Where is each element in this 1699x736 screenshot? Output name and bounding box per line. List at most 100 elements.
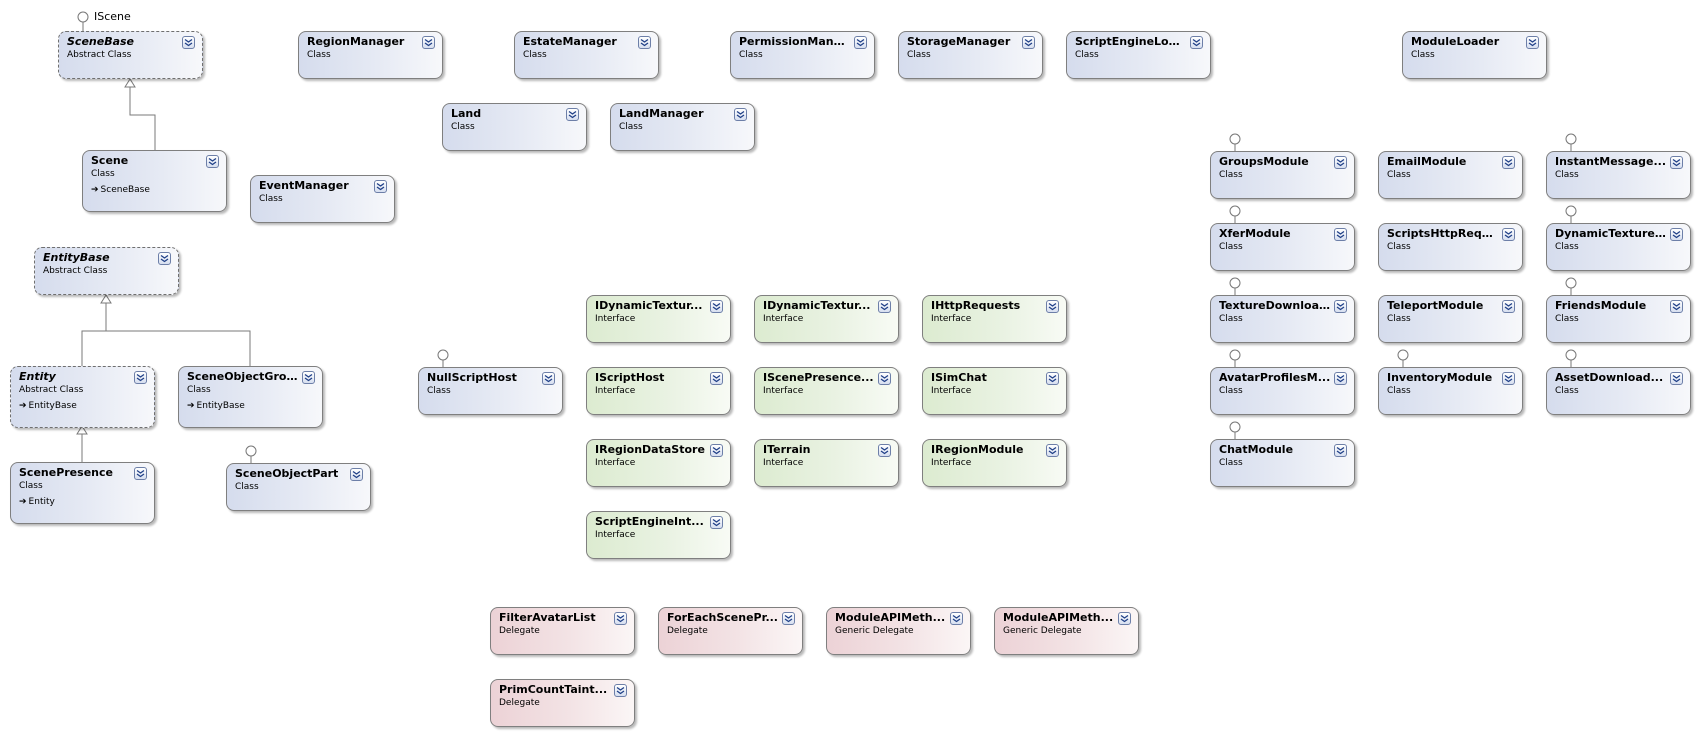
expand-chevron-icon[interactable]	[710, 300, 723, 313]
expand-chevron-icon[interactable]	[878, 444, 891, 457]
class-shape-scripts-http-requests[interactable]: ScriptsHttpRequ...Class	[1378, 223, 1523, 271]
expand-chevron-icon[interactable]	[350, 468, 363, 481]
expand-chevron-icon[interactable]	[1334, 372, 1347, 385]
inherits-arrow-icon: ➔	[91, 185, 99, 195]
expand-chevron-icon[interactable]	[1046, 300, 1059, 313]
expand-chevron-icon[interactable]	[878, 372, 891, 385]
expand-chevron-icon[interactable]	[182, 36, 195, 49]
expand-chevron-icon[interactable]	[782, 612, 795, 625]
class-name: TextureDownloa...	[1219, 299, 1331, 312]
class-shape-script-engine-loader[interactable]: ScriptEngineLoa...Class	[1066, 31, 1211, 79]
delegate-shape-module-api-method-2[interactable]: ModuleAPIMeth...Generic Delegate	[994, 607, 1139, 655]
expand-chevron-icon[interactable]	[614, 684, 627, 697]
interface-shape-idynamic-texture-1[interactable]: IDynamicTextur...Interface	[586, 295, 731, 343]
class-shape-asset-download-module[interactable]: AssetDownload...Class	[1546, 367, 1691, 415]
delegate-shape-prim-count-taint[interactable]: PrimCountTaint...Delegate	[490, 679, 635, 727]
expand-chevron-icon[interactable]	[854, 36, 867, 49]
expand-chevron-icon[interactable]	[1670, 156, 1683, 169]
expand-chevron-icon[interactable]	[1022, 36, 1035, 49]
expand-chevron-icon[interactable]	[206, 155, 219, 168]
expand-chevron-icon[interactable]	[710, 516, 723, 529]
expand-chevron-icon[interactable]	[566, 108, 579, 121]
expand-chevron-icon[interactable]	[1502, 372, 1515, 385]
interface-shape-idynamic-texture-2[interactable]: IDynamicTextur...Interface	[754, 295, 899, 343]
delegate-shape-module-api-method-1[interactable]: ModuleAPIMeth...Generic Delegate	[826, 607, 971, 655]
class-kind: Class	[1387, 242, 1411, 252]
interface-shape-script-engine-interface[interactable]: ScriptEngineInt...Interface	[586, 511, 731, 559]
expand-chevron-icon[interactable]	[1334, 156, 1347, 169]
expand-chevron-icon[interactable]	[1046, 372, 1059, 385]
expand-chevron-icon[interactable]	[542, 372, 555, 385]
expand-chevron-icon[interactable]	[134, 371, 147, 384]
expand-chevron-icon[interactable]	[1670, 228, 1683, 241]
expand-chevron-icon[interactable]	[878, 300, 891, 313]
interface-lollipop-chat-module	[1229, 421, 1243, 441]
delegate-shape-for-each-scene-presence[interactable]: ForEachScenePr...Delegate	[658, 607, 803, 655]
delegate-name: ModuleAPIMeth...	[835, 611, 946, 624]
expand-chevron-icon[interactable]	[158, 252, 171, 265]
class-kind: Class	[1387, 386, 1411, 396]
expand-chevron-icon[interactable]	[302, 371, 315, 384]
expand-chevron-icon[interactable]	[1118, 612, 1131, 625]
class-shape-instant-message-module[interactable]: InstantMessage...Class	[1546, 151, 1691, 199]
class-shape-permission-manager[interactable]: PermissionMana...Class	[730, 31, 875, 79]
expand-chevron-icon[interactable]	[710, 444, 723, 457]
expand-chevron-icon[interactable]	[1502, 228, 1515, 241]
expand-chevron-icon[interactable]	[1334, 444, 1347, 457]
expand-chevron-icon[interactable]	[422, 36, 435, 49]
expand-chevron-icon[interactable]	[1334, 228, 1347, 241]
expand-chevron-icon[interactable]	[1502, 156, 1515, 169]
expand-chevron-icon[interactable]	[734, 108, 747, 121]
expand-chevron-icon[interactable]	[374, 180, 387, 193]
expand-chevron-icon[interactable]	[638, 36, 651, 49]
class-name: LandManager	[619, 107, 704, 120]
expand-chevron-icon[interactable]	[1526, 36, 1539, 49]
expand-chevron-icon[interactable]	[1502, 300, 1515, 313]
expand-chevron-icon[interactable]	[614, 612, 627, 625]
interface-shape-iscene-presence[interactable]: IScenePresence...Interface	[754, 367, 899, 415]
expand-chevron-icon[interactable]	[1670, 300, 1683, 313]
expand-chevron-icon[interactable]	[710, 372, 723, 385]
expand-chevron-icon[interactable]	[1334, 300, 1347, 313]
interface-lollipop-inventory-module	[1397, 349, 1411, 369]
class-shape-avatar-profiles-module[interactable]: AvatarProfilesM...Class	[1210, 367, 1355, 415]
delegate-kind: Delegate	[499, 698, 540, 708]
expand-chevron-icon[interactable]	[950, 612, 963, 625]
expand-chevron-icon[interactable]	[1046, 444, 1059, 457]
expand-chevron-icon[interactable]	[134, 467, 147, 480]
interface-lollipop-dynamic-texture-module	[1565, 205, 1579, 225]
class-shape-dynamic-texture-module[interactable]: DynamicTexture...Class	[1546, 223, 1691, 271]
expand-chevron-icon[interactable]	[1670, 372, 1683, 385]
class-shape-texture-download-module[interactable]: TextureDownloa...Class	[1210, 295, 1355, 343]
expand-chevron-icon[interactable]	[1190, 36, 1203, 49]
